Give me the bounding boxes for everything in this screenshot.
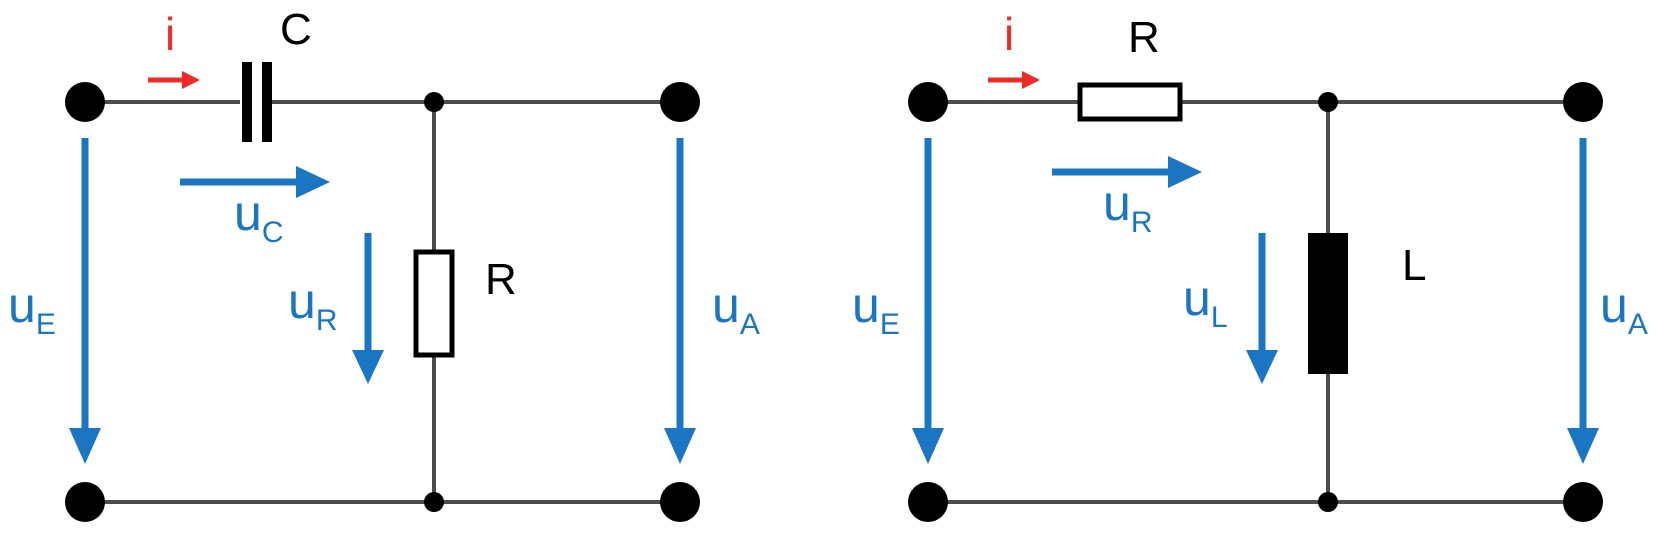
rl-uA-label: uA bbox=[1600, 277, 1648, 341]
rl-resistor bbox=[1077, 82, 1183, 122]
rc-resistor-label: R bbox=[485, 255, 517, 304]
rc-uE-arrow bbox=[69, 138, 101, 464]
rl-uE-arrow bbox=[912, 138, 944, 464]
rl-inductor bbox=[1308, 233, 1348, 374]
rc-uR-arrow bbox=[352, 233, 384, 384]
rc-capacitor bbox=[242, 62, 272, 142]
rl-uE-label: uE bbox=[852, 277, 900, 341]
rl-uA-arrow-head bbox=[1567, 428, 1599, 464]
rc-uA-arrow-head bbox=[664, 428, 696, 464]
uC-label: uC bbox=[234, 185, 283, 249]
uL-arrow-head bbox=[1246, 350, 1278, 384]
rl-terminal-top-left bbox=[908, 82, 948, 122]
uL-label: uL bbox=[1183, 270, 1228, 334]
capacitor-plate-left bbox=[242, 62, 252, 142]
rl-terminal-bottom-left bbox=[908, 482, 948, 522]
rc-current-arrow bbox=[148, 71, 200, 89]
rc-terminal-bottom-right bbox=[660, 482, 700, 522]
rc-terminal-top-right bbox=[660, 82, 700, 122]
rc-current-label: i bbox=[165, 8, 175, 60]
rc-current-arrow-head bbox=[182, 71, 200, 89]
rc-uC-arrow bbox=[180, 166, 330, 198]
inductor-label: L bbox=[1402, 241, 1426, 290]
rc-uE-label: uE bbox=[8, 277, 56, 341]
capacitor-label: C bbox=[280, 5, 312, 54]
rc-uA-label: uA bbox=[712, 277, 760, 341]
rc-uR-arrow-head bbox=[352, 350, 384, 384]
rl-current-arrow-head bbox=[1022, 71, 1040, 89]
rc-wires bbox=[85, 100, 680, 504]
rl-uR-arrow bbox=[1052, 156, 1202, 188]
rl-uA-arrow bbox=[1567, 138, 1599, 464]
rc-terminal-bottom-left bbox=[65, 482, 105, 522]
rl-junction-top bbox=[1318, 92, 1338, 112]
rl-current-label: i bbox=[1004, 8, 1014, 60]
rc-terminal-top-left bbox=[65, 82, 105, 122]
rl-terminal-bottom-right bbox=[1563, 482, 1603, 522]
rl-junction-bottom bbox=[1318, 492, 1338, 512]
rl-terminal-top-right bbox=[1563, 82, 1603, 122]
rc-circuit: C R i uC uR bbox=[8, 5, 760, 522]
rc-resistor bbox=[413, 249, 455, 358]
rc-junction-top bbox=[424, 92, 444, 112]
rl-uL-arrow bbox=[1246, 233, 1278, 384]
rc-uR-label: uR bbox=[288, 273, 337, 337]
rc-uA-arrow bbox=[664, 138, 696, 464]
rc-junction-bottom bbox=[424, 492, 444, 512]
rl-resistor-label: R bbox=[1128, 13, 1160, 62]
rl-uR-arrow-head bbox=[1168, 156, 1202, 188]
uC-arrow-head bbox=[296, 166, 330, 198]
capacitor-plate-right bbox=[262, 62, 272, 142]
rl-current-arrow bbox=[988, 71, 1040, 89]
rl-wires bbox=[928, 100, 1583, 504]
rc-uE-arrow-head bbox=[69, 428, 101, 464]
rl-uE-arrow-head bbox=[912, 428, 944, 464]
rl-uR-label: uR bbox=[1103, 175, 1152, 239]
rl-circuit: R L i uR uL bbox=[852, 8, 1648, 522]
